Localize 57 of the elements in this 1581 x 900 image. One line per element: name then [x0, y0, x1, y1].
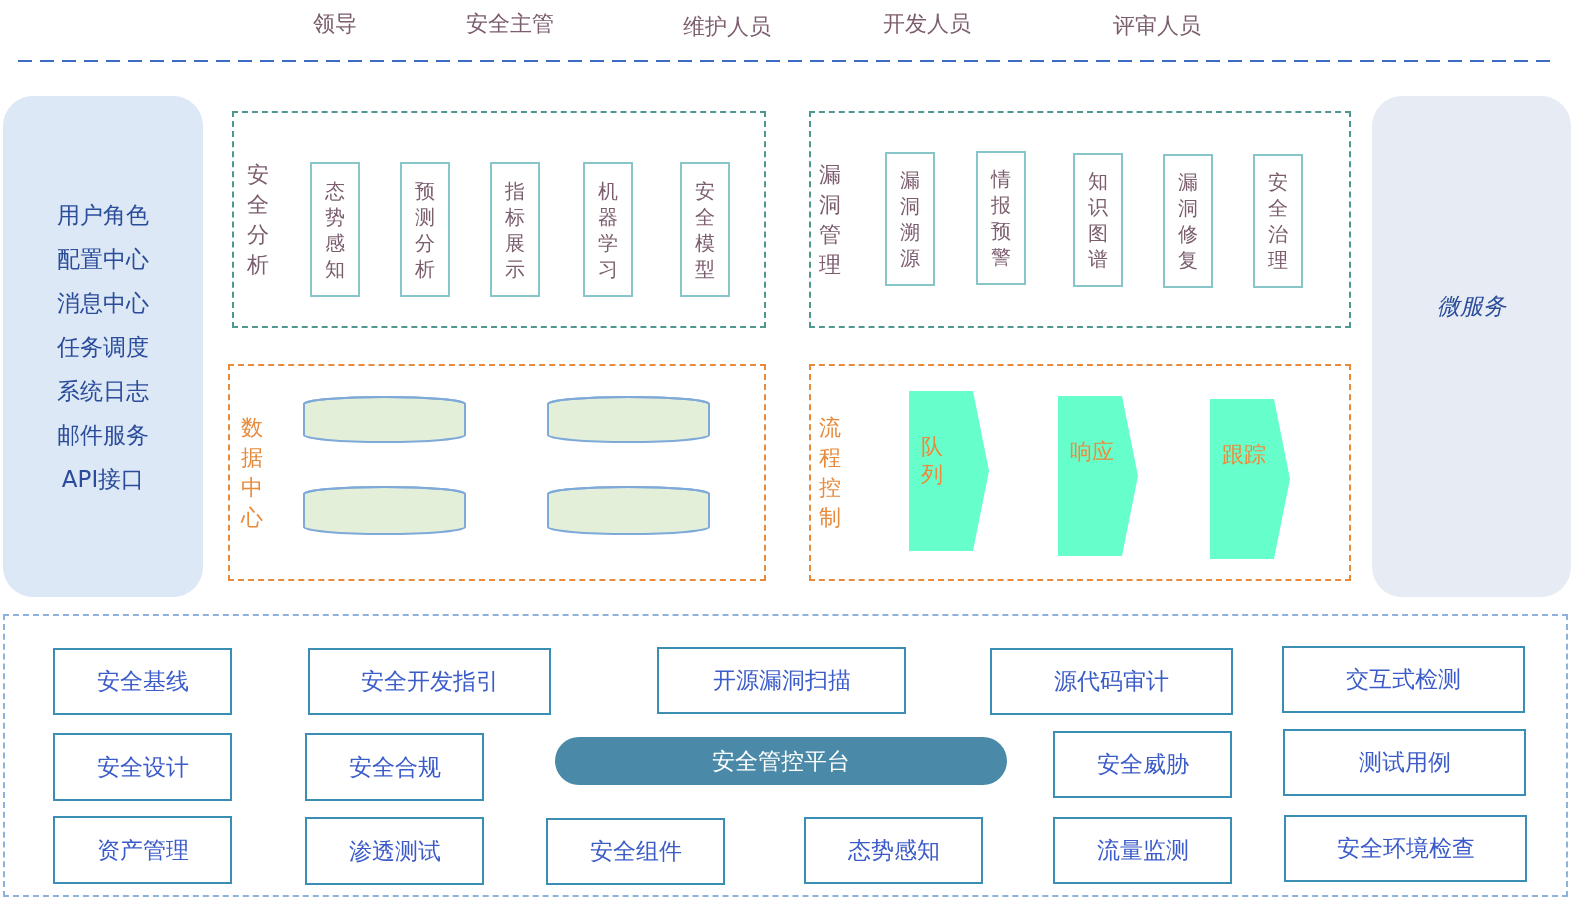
module-box: 安全开发指引: [308, 648, 551, 715]
group-frame: [809, 111, 1351, 328]
step-chevron: 队列: [909, 391, 989, 551]
group-title: 流程控制: [818, 413, 842, 532]
module-box: 指标展示: [490, 162, 540, 297]
module-box: 源代码审计: [990, 648, 1233, 715]
group-frame: [809, 364, 1351, 581]
module-box: 漏洞溯源: [885, 152, 935, 286]
module-box: 交互式检测: [1282, 646, 1525, 713]
service-label: 用户角色: [57, 200, 149, 230]
section-frame: [3, 614, 1568, 897]
module-box: 知识图谱: [1073, 153, 1123, 287]
module-box: 情报预警: [976, 151, 1026, 285]
group-frame: [228, 364, 766, 581]
module-box: 安全威胁: [1053, 731, 1232, 798]
platform-banner: 安全管控平台: [555, 737, 1007, 785]
group-title: 安全分析: [246, 160, 270, 279]
group-frame: [232, 111, 766, 328]
role-label: 开发人员: [883, 10, 971, 38]
side-panel: [3, 96, 203, 597]
service-label: 微服务: [1437, 292, 1506, 321]
module-box: 安全设计: [53, 733, 232, 801]
side-panel: [1372, 96, 1571, 597]
service-label: 消息中心: [57, 288, 149, 318]
database-cylinder: [303, 396, 466, 443]
group-title: 数据中心: [240, 413, 264, 532]
module-box: 漏洞修复: [1163, 154, 1213, 288]
service-label: 系统日志: [57, 376, 149, 406]
module-box: 渗透测试: [305, 817, 484, 885]
role-label: 领导: [313, 10, 357, 38]
module-box: 开源漏洞扫描: [657, 647, 906, 714]
module-box: 流量监测: [1053, 817, 1232, 884]
module-box: 资产管理: [53, 816, 232, 884]
module-box: 安全基线: [53, 648, 232, 715]
module-box: 测试用例: [1283, 729, 1526, 796]
service-label: API接口: [61, 464, 145, 494]
module-box: 机器学习: [583, 162, 633, 297]
module-box: 安全环境检查: [1284, 815, 1527, 882]
module-box: 安全模型: [680, 162, 730, 297]
module-box: 预测分析: [400, 162, 450, 297]
module-box: 态势感知: [310, 162, 360, 297]
database-cylinder: [547, 396, 710, 443]
module-box: 安全治理: [1253, 154, 1303, 288]
role-label: 安全主管: [466, 10, 554, 38]
step-chevron: 跟踪: [1210, 399, 1290, 559]
module-box: 安全合规: [305, 733, 484, 801]
database-cylinder: [547, 486, 710, 535]
group-title: 漏洞管理: [818, 160, 842, 279]
module-box: 态势感知: [804, 817, 983, 884]
database-cylinder: [303, 486, 466, 535]
service-label: 配置中心: [57, 244, 149, 274]
role-label: 评审人员: [1113, 12, 1201, 40]
module-box: 安全组件: [546, 818, 725, 885]
service-label: 任务调度: [57, 332, 149, 362]
step-chevron: 响应: [1058, 396, 1138, 556]
role-label: 维护人员: [683, 13, 771, 41]
service-label: 邮件服务: [57, 420, 149, 450]
